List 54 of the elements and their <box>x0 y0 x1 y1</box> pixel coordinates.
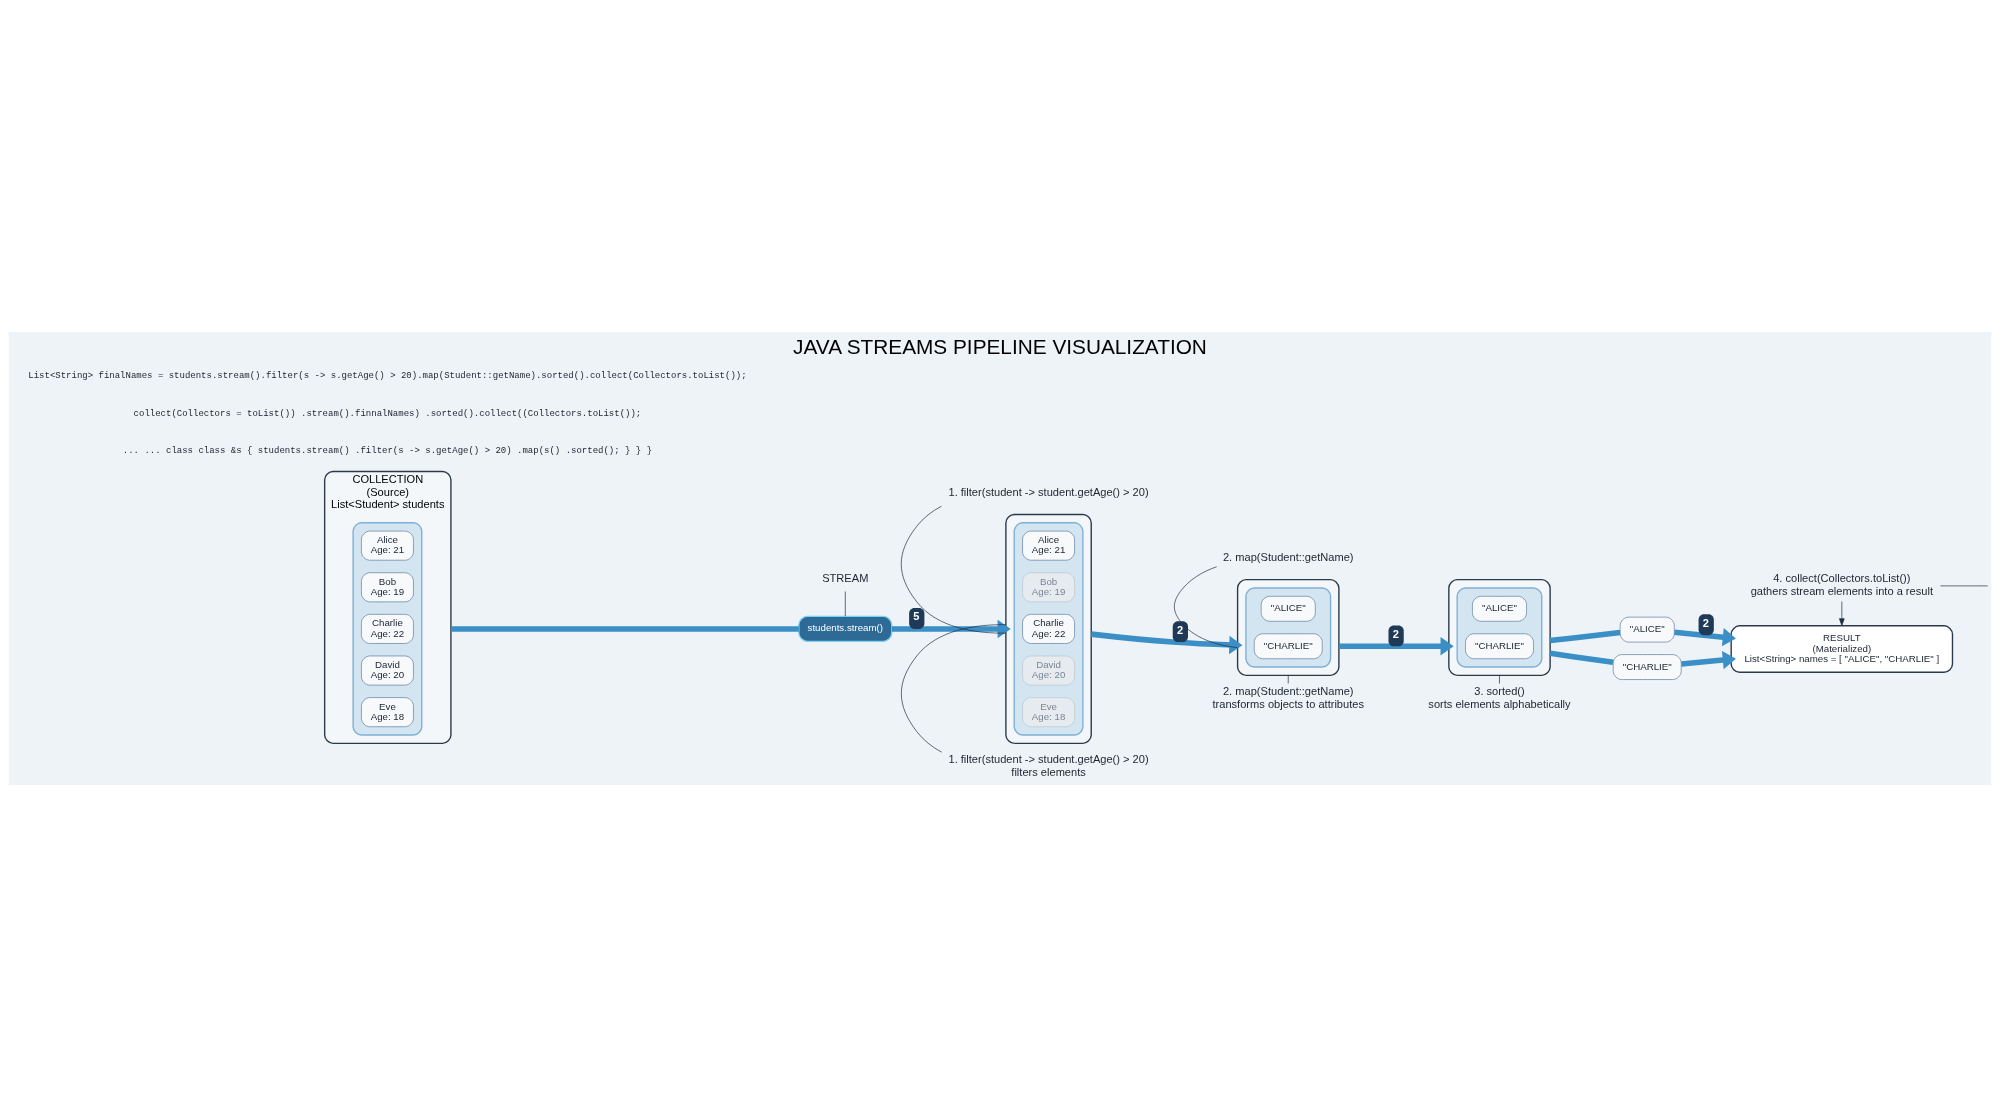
arrow <box>1681 650 1736 669</box>
connector <box>900 505 1007 633</box>
node-text: 2. map(Student::getName) <box>1222 550 1354 563</box>
edge-label: 5 <box>913 609 920 622</box>
connector <box>1549 650 1614 665</box>
node-box: "CHARLIE" <box>1465 632 1534 659</box>
node-box: students.stream() <box>798 615 893 642</box>
node-box: David Age: 20 <box>361 655 414 685</box>
cluster <box>1245 586 1332 668</box>
cluster <box>1236 578 1340 676</box>
connector <box>1499 674 1500 684</box>
node-box: Alice Age: 21 <box>361 530 414 561</box>
diagram-title: JAVA STREAMS PIPELINE VISUALIZATION <box>793 334 1207 358</box>
node-box: "ALICE" <box>1619 616 1675 642</box>
label: collect(Collectors = toList()) .stream().finnalNames) .sorted().collect((Collectors.toList()); <box>133 407 642 419</box>
connector <box>844 590 846 617</box>
node-box: Alice Age: 21 <box>1022 530 1075 561</box>
node-box: Eve Age: 18 <box>361 696 414 727</box>
arrow <box>1674 627 1736 646</box>
edge-label: 2 <box>1702 616 1709 629</box>
cluster <box>1456 586 1543 668</box>
node-box: Bob Age: 19 <box>1022 571 1075 602</box>
connector <box>901 623 1007 753</box>
cluster <box>1005 513 1092 744</box>
connector <box>1549 629 1621 643</box>
node-box: Bob Age: 19 <box>361 571 414 602</box>
node-box: "ALICE" <box>1260 595 1316 622</box>
arrow <box>891 619 1011 638</box>
arrow <box>1090 630 1243 654</box>
node-box: Charlie Age: 22 <box>1022 613 1075 644</box>
connector <box>1287 674 1289 684</box>
node-text: 3. sorted() sorts elements alphabetically <box>1428 684 1571 710</box>
node-text: 2. map(Student::getName) transforms objects to attributes <box>1212 684 1364 710</box>
arrow <box>1839 600 1845 626</box>
label: List<String> finalNames = students.stream().filter(s -> s.getAge() > 20).map(Student::getName).sorted().collect(Collectors.toList()); <box>28 369 747 381</box>
node-box: David Age: 20 <box>1022 655 1075 685</box>
cluster <box>352 521 423 736</box>
cluster <box>1013 521 1084 736</box>
node-box: "CHARLIE" <box>1612 653 1682 680</box>
label: ... ... class class &s { students.stream() .filter(s -> s.getAge() > 20) .map(s() .sorted(); } } } <box>122 444 653 456</box>
node-text: 4. collect(Collectors.toList()) gathers stream elements into a result <box>1750 571 1933 597</box>
node-text: 1. filter(student -> student.getAge() > 20) filters elements <box>948 752 1149 778</box>
node-text: STREAM <box>822 571 869 584</box>
cluster <box>1448 578 1551 676</box>
edge-label: 2 <box>1392 627 1399 640</box>
node-box: RESULT (Materialized) List<String> names = [ "ALICE", "CHARLIE" ] <box>1730 624 1954 673</box>
node-text: 1. filter(student -> student.getAge() > 20) <box>948 485 1149 498</box>
node-box: "ALICE" <box>1472 595 1527 622</box>
connector <box>450 625 799 632</box>
edge-label: 2 <box>1176 623 1184 636</box>
node-box: Charlie Age: 22 <box>361 613 414 644</box>
arrow <box>1338 636 1454 655</box>
node-box: "CHARLIE" <box>1253 632 1323 659</box>
node-box: Eve Age: 18 <box>1022 696 1075 727</box>
